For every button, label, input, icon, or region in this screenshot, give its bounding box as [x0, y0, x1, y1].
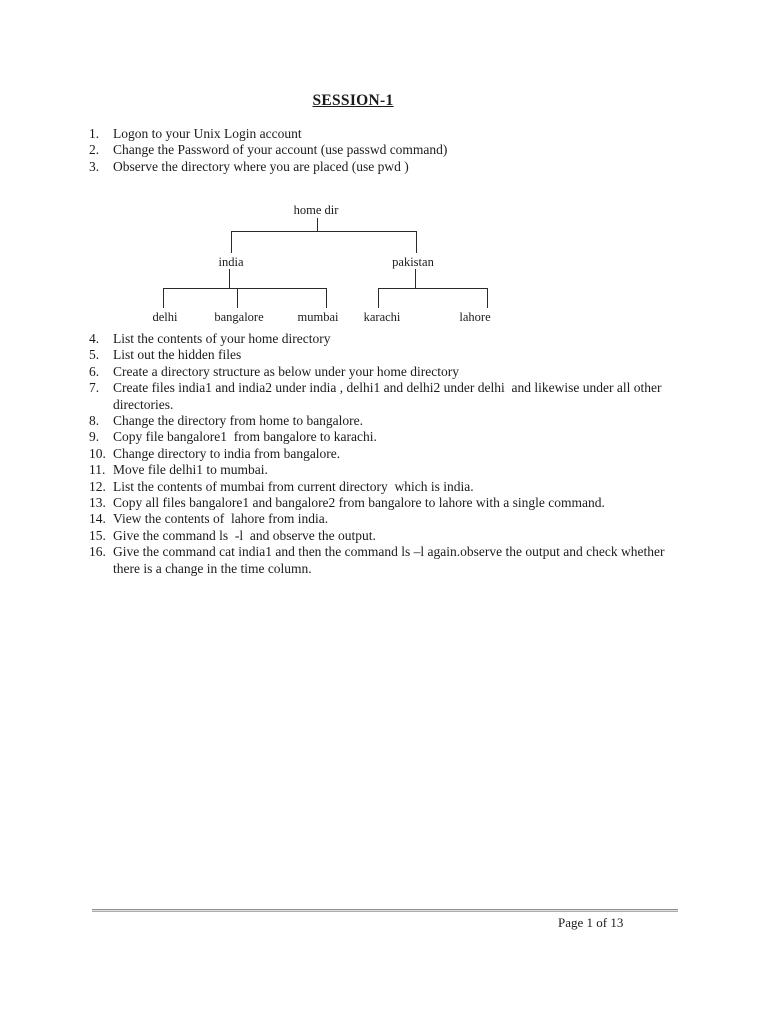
list-item-number: 9. [89, 429, 100, 445]
tree-line-drop-karachi [378, 288, 379, 308]
list-item-number: 14. [89, 511, 106, 527]
list-item-text: Change the directory from home to bangal… [113, 413, 364, 429]
tree-node-home-dir: home dir [293, 203, 339, 217]
page-title: SESSION-1 [312, 92, 394, 109]
tree-line-root-stem [317, 218, 318, 231]
list-item-number: 16. [89, 544, 106, 560]
list-item: 2. Change the Password of your account (… [89, 142, 679, 158]
footer-divider [92, 909, 678, 912]
list-item-number: 8. [89, 413, 100, 429]
list-item: 16. Give the command cat india1 and then… [89, 544, 679, 577]
list-item-number: 7. [89, 380, 100, 396]
list-item: 15. Give the command ls -l and observe t… [89, 528, 679, 544]
list-item: 13. Copy all files bangalore1 and bangal… [89, 495, 679, 511]
tree-node-delhi: delhi [152, 310, 178, 324]
list-item: 7. Create files india1 and india2 under … [89, 380, 679, 413]
list-item-number: 2. [89, 142, 100, 158]
list-item: 4. List the contents of your home direct… [89, 331, 679, 347]
tree-line-drop-india [231, 231, 232, 253]
list-item-text: Change the Password of your account (use… [113, 142, 448, 158]
list-item: 12. List the contents of mumbai from cur… [89, 479, 679, 495]
tree-node-lahore: lahore [459, 310, 491, 324]
list-item-number: 5. [89, 347, 100, 363]
list-item-text: Create files india1 and india2 under ind… [113, 380, 665, 412]
list-item: 14. View the contents of lahore from ind… [89, 511, 679, 527]
list-item-number: 3. [89, 158, 100, 174]
instruction-list-top: 1. Logon to your Unix Login account 2. C… [89, 126, 679, 175]
tree-line-level1-connector [231, 231, 417, 232]
tree-node-karachi: karachi [363, 310, 401, 324]
tree-line-drop-pakistan [416, 231, 417, 253]
tree-node-pakistan: pakistan [392, 255, 434, 269]
list-item-text: Copy file bangalore1 from bangalore to k… [113, 429, 377, 445]
list-item-number: 1. [89, 126, 100, 141]
list-item-text: Logon to your Unix Login account [113, 126, 302, 141]
list-item-text: Create a directory structure as below un… [113, 363, 459, 379]
tree-line-drop-mumbai [326, 288, 327, 308]
list-item-number: 12. [89, 478, 106, 494]
list-item: 9. Copy file bangalore1 from bangalore t… [89, 429, 679, 445]
tree-line-drop-lahore [487, 288, 488, 308]
list-item-text: Give the command cat india1 and then the… [113, 544, 668, 576]
tree-line-drop-delhi [163, 288, 164, 308]
list-item-text: Copy all files bangalore1 and bangalore2… [113, 495, 605, 511]
tree-line-pakistan-stem [415, 269, 416, 288]
list-item: 1. Logon to your Unix Login account [89, 126, 679, 142]
tree-node-bangalore: bangalore [214, 310, 264, 324]
instruction-list-bottom: 4. List the contents of your home direct… [89, 331, 679, 577]
list-item-text: List out the hidden files [113, 347, 242, 363]
list-item-text: List the contents of mumbai from current… [113, 478, 474, 494]
tree-line-drop-bangalore [237, 288, 238, 308]
tree-node-india: india [218, 255, 244, 269]
list-item-number: 6. [89, 363, 100, 379]
list-item-text: Observe the directory where you are plac… [113, 158, 409, 174]
list-item-text: Move file delhi1 to mumbai. [113, 462, 268, 478]
tree-node-mumbai: mumbai [297, 310, 339, 324]
list-item-number: 13. [89, 495, 106, 511]
list-item: 8. Change the directory from home to ban… [89, 413, 679, 429]
list-item-text: Give the command ls -l and observe the o… [113, 527, 376, 543]
footer-page-number: Page 1 of 13 [558, 915, 624, 930]
list-item: 5. List out the hidden files [89, 347, 679, 363]
list-item-number: 11. [89, 462, 106, 478]
list-item: 11. Move file delhi1 to mumbai. [89, 462, 679, 478]
list-item: 6. Create a directory structure as below… [89, 364, 679, 380]
tree-line-india-stem [229, 269, 230, 288]
list-item: 3. Observe the directory where you are p… [89, 159, 679, 175]
list-item-text: List the contents of your home directory [113, 331, 331, 346]
list-item: 10. Change directory to india from banga… [89, 446, 679, 462]
list-item-number: 15. [89, 527, 106, 543]
list-item-number: 10. [89, 445, 106, 461]
tree-line-india-connector [163, 288, 327, 289]
list-item-text: Change directory to india from bangalore… [113, 445, 341, 461]
list-item-text: View the contents of lahore from india. [113, 511, 329, 527]
list-item-number: 4. [89, 331, 100, 346]
tree-line-pakistan-connector [378, 288, 488, 289]
